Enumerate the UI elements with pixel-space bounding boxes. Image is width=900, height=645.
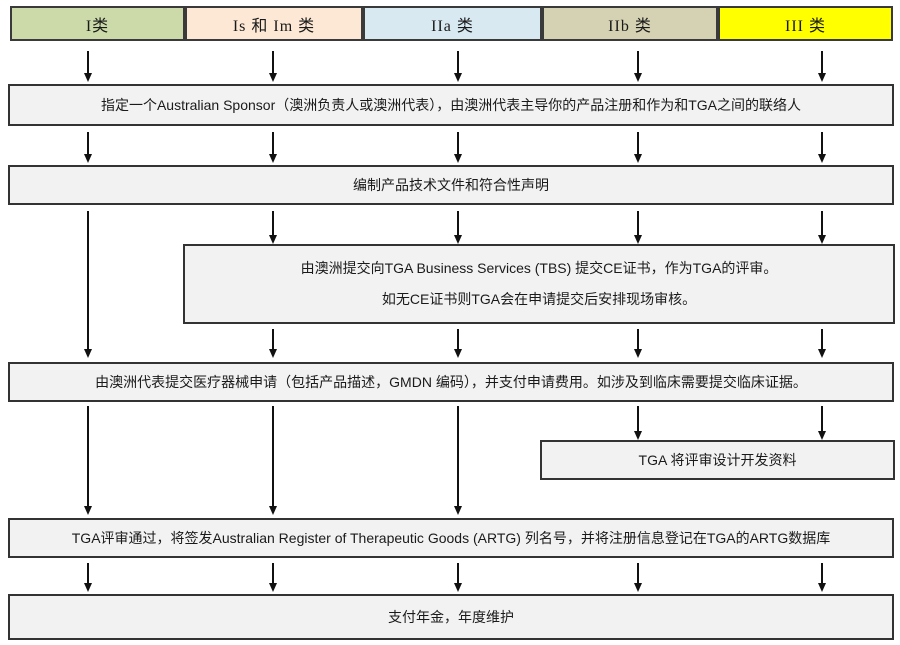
down-arrow-icon	[269, 329, 277, 358]
artg-listing-step-box: TGA评审通过，将签发Australian Register of Therap…	[8, 518, 894, 558]
down-arrow-icon	[818, 132, 826, 163]
down-arrow-icon	[634, 132, 642, 163]
sponsor-step-box: 指定一个Australian Sponsor（澳洲负责人或澳洲代表），由澳洲代表…	[8, 84, 894, 126]
down-arrow-icon	[269, 211, 277, 244]
down-arrow-icon	[818, 51, 826, 82]
down-arrow-icon	[269, 132, 277, 163]
down-arrow-icon	[634, 563, 642, 592]
tbs-submission-step-box: 由澳洲提交向TGA Business Services (TBS) 提交CE证书…	[183, 244, 895, 324]
down-arrow-icon	[454, 329, 462, 358]
class-header-cell-Is-Im: Is 和 Im 类	[185, 6, 363, 41]
down-arrow-icon	[269, 406, 277, 515]
annual-maintenance-step-box: 支付年金，年度维护	[8, 594, 894, 640]
down-arrow-icon	[269, 51, 277, 82]
application-step-box: 由澳洲代表提交医疗器械申请（包括产品描述，GMDN 编码），并支付申请费用。如涉…	[8, 362, 894, 402]
down-arrow-icon	[84, 406, 92, 515]
down-arrow-icon	[454, 211, 462, 244]
tbs-line-1: 由澳洲提交向TGA Business Services (TBS) 提交CE证书…	[300, 259, 778, 276]
down-arrow-icon	[84, 211, 92, 358]
down-arrow-icon	[634, 211, 642, 244]
class-header-cell-IIa: IIa 类	[363, 6, 542, 41]
down-arrow-icon	[634, 51, 642, 82]
down-arrow-icon	[818, 211, 826, 244]
down-arrow-icon	[454, 406, 462, 515]
down-arrow-icon	[84, 563, 92, 592]
tbs-line-2: 如无CE证书则TGA会在申请提交后安排现场审核。	[381, 291, 697, 308]
down-arrow-icon	[634, 329, 642, 358]
class-header-cell-I: I类	[10, 6, 185, 41]
down-arrow-icon	[454, 563, 462, 592]
down-arrow-icon	[454, 51, 462, 82]
down-arrow-icon	[84, 132, 92, 163]
down-arrow-icon	[269, 563, 277, 592]
down-arrow-icon	[634, 406, 642, 440]
class-header-cell-III: III 类	[718, 6, 893, 41]
technical-file-step-box: 编制产品技术文件和符合性声明	[8, 165, 894, 205]
down-arrow-icon	[454, 132, 462, 163]
down-arrow-icon	[818, 406, 826, 440]
down-arrow-icon	[84, 51, 92, 82]
down-arrow-icon	[818, 329, 826, 358]
design-review-step-box: TGA 将评审设计开发资料	[540, 440, 895, 480]
down-arrow-icon	[818, 563, 826, 592]
class-header-cell-IIb: IIb 类	[542, 6, 718, 41]
